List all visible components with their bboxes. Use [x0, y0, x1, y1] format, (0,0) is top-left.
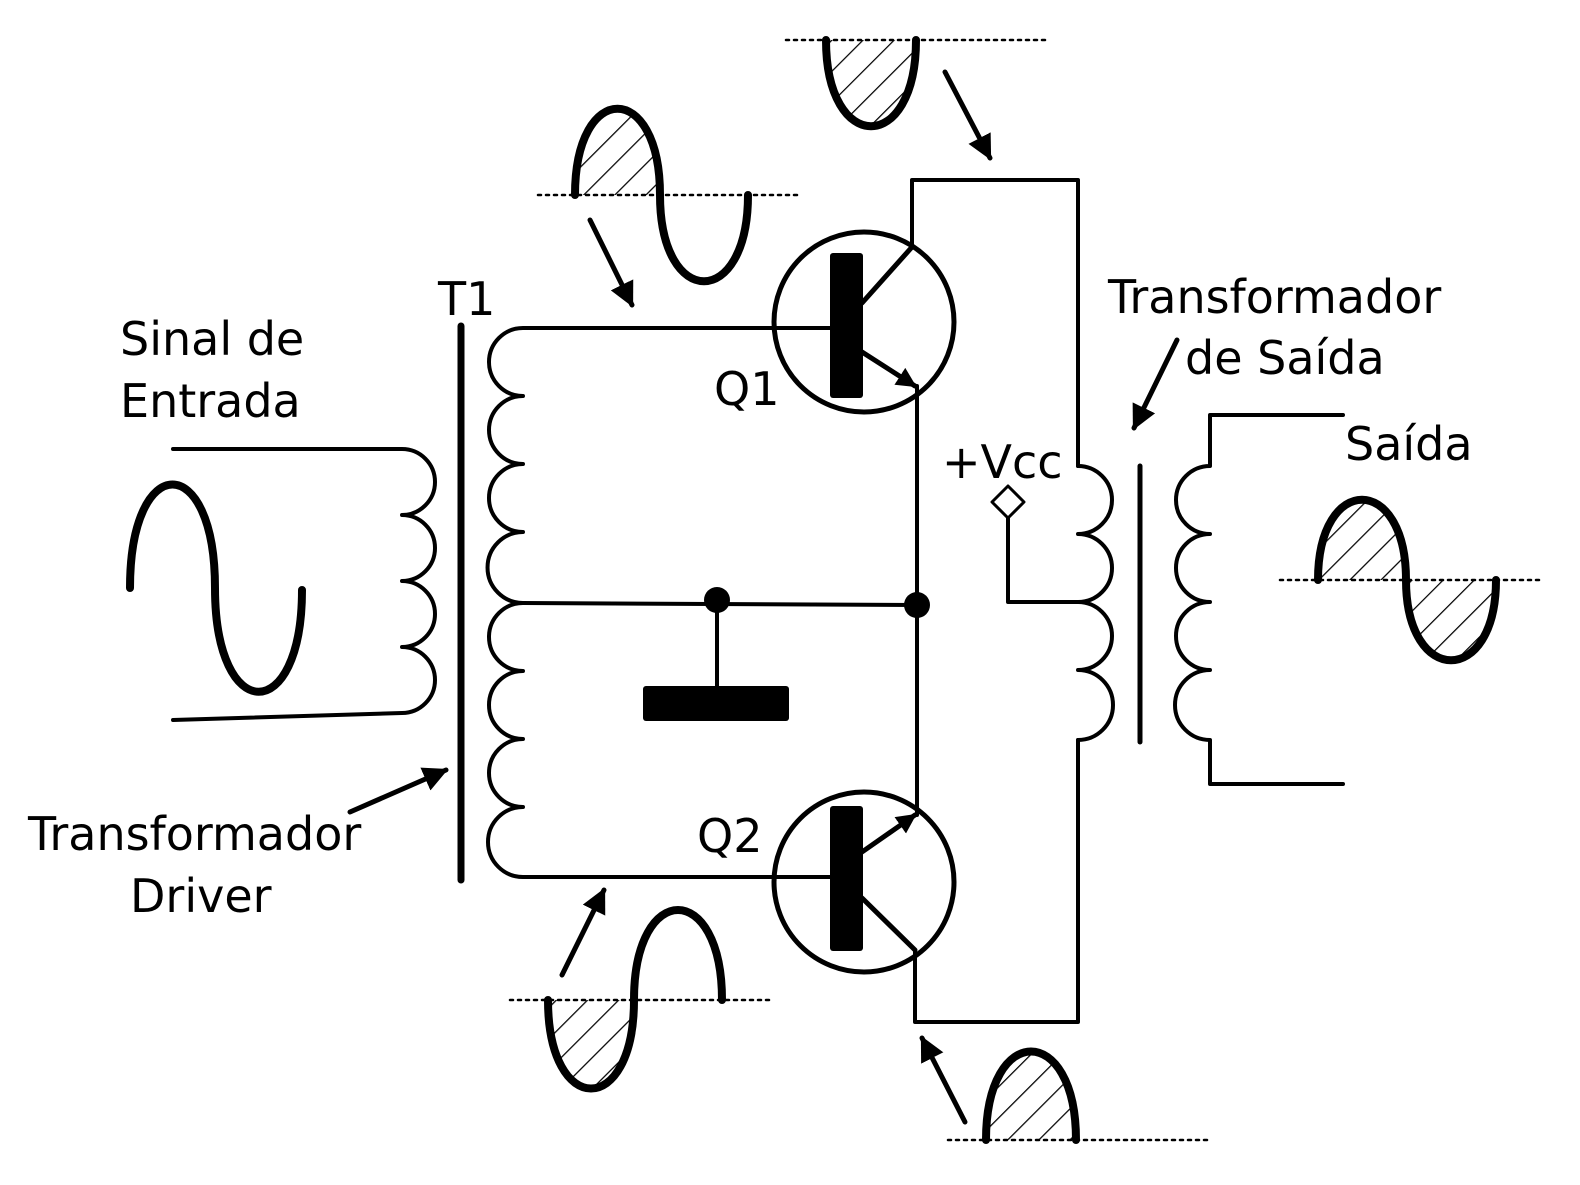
q2-collector-hatch	[986, 1051, 1076, 1140]
q2-label: Q2	[697, 809, 762, 863]
output-transformer-secondary	[1173, 413, 1345, 786]
q2-base-bar	[830, 806, 863, 951]
driver-transformer-primary	[171, 447, 437, 722]
q1-base-bar	[830, 253, 863, 398]
q2-base-wave	[544, 906, 726, 1093]
output-positive-hatch	[1318, 499, 1406, 580]
q1-base-arrow	[587, 217, 635, 308]
q1-base-wave	[571, 104, 752, 286]
output-negative-hatch	[1406, 580, 1496, 661]
q1-collector-hatch	[826, 40, 916, 127]
driver-transformer-label-line2: Driver	[130, 869, 272, 923]
q1-label: Q1	[714, 362, 779, 416]
q2-collector-wave	[982, 1047, 1080, 1144]
q2-collector-arrow	[919, 1035, 968, 1125]
output-sine-wave	[1314, 495, 1500, 665]
output-transformer-label-line1: Transformador	[1107, 270, 1441, 324]
output-transformer-arrow	[1131, 337, 1180, 431]
output-label: Saída	[1345, 417, 1473, 471]
transistor-q2	[771, 789, 957, 975]
input-signal-label-line2: Entrada	[120, 374, 301, 428]
transistor-q1	[771, 229, 957, 415]
q2-collector-wire	[913, 738, 1080, 1024]
emitter-junction-dot	[904, 592, 930, 618]
q1-collector-wire	[910, 178, 1080, 468]
driver-transformer-arrow	[347, 767, 449, 815]
driver-transformer-label-line1: Transformador	[27, 807, 361, 861]
q1-collector-wave	[822, 36, 920, 131]
q1-collector-arrow	[942, 69, 993, 161]
ground-bar	[643, 686, 789, 721]
ground-junction-dot	[704, 587, 730, 613]
vcc-terminal	[990, 484, 1080, 604]
q1-base-hatch	[575, 108, 660, 195]
q2-base-hatch	[548, 1000, 634, 1089]
output-transformer-primary	[1076, 464, 1115, 742]
vcc-label: +Vcc	[942, 435, 1063, 489]
input-signal-label-line1: Sinal de	[120, 312, 304, 366]
output-transformer-label-line2: de Saída	[1185, 331, 1385, 385]
q2-base-arrow	[559, 887, 607, 978]
input-sine-wave	[126, 480, 306, 696]
t1-label: T1	[437, 272, 495, 326]
